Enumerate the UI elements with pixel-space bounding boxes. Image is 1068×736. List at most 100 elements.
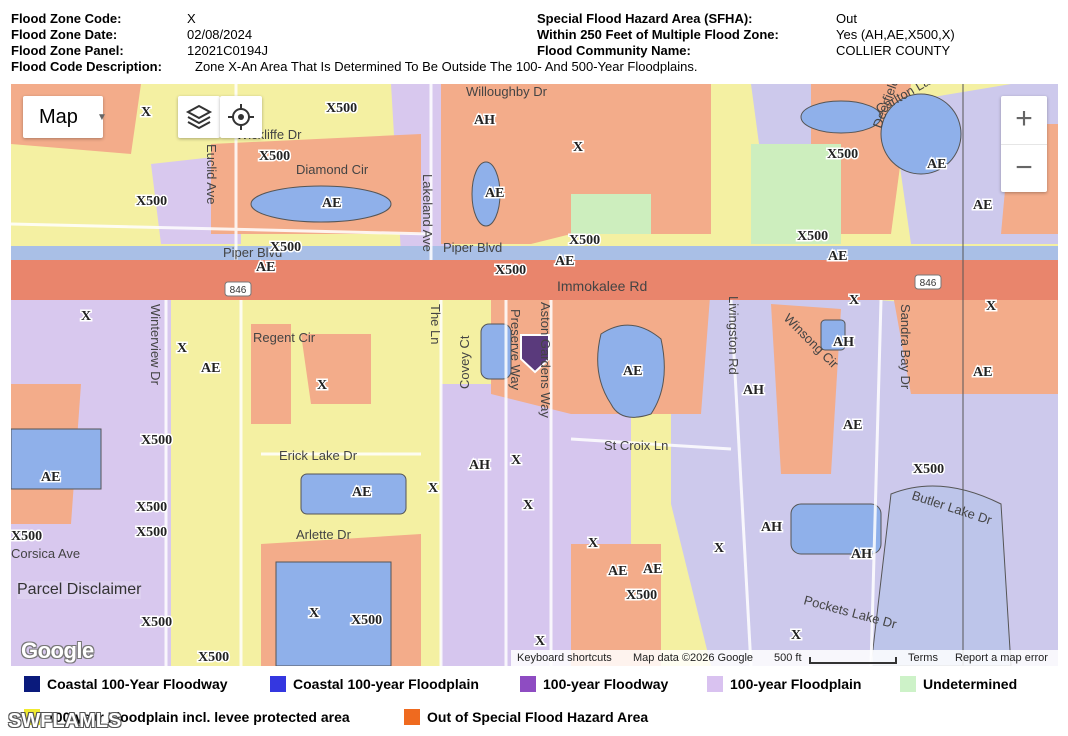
zone-label-ae: AE: [843, 418, 862, 433]
scale-label[interactable]: 500 ft: [774, 652, 802, 664]
terms-link[interactable]: Terms: [908, 652, 938, 664]
flood-zone-panel-label: Flood Zone Panel:: [11, 43, 124, 58]
flood-map-canvas[interactable]: 846 846 Willoughby Dr Wickliffe Dr Diamo…: [11, 84, 1058, 666]
legend-swatch: [520, 676, 536, 692]
zone-label-x500: X500: [913, 462, 944, 477]
scale-bar: [809, 657, 897, 664]
street-network: [11, 84, 883, 666]
zone-label-ae: AE: [322, 196, 341, 211]
flood-info-panel: Flood Zone Code: X Flood Zone Date: 02/0…: [11, 11, 1061, 77]
zone-label-ah: AH: [833, 335, 854, 350]
layers-icon: [185, 104, 213, 130]
legend-label: Undetermined: [923, 676, 1018, 692]
flood-code-description-value: Zone X-An Area That Is Determined To Be …: [195, 59, 698, 74]
zone-label-ae: AE: [927, 157, 946, 172]
zone-label-x: X: [428, 481, 438, 496]
layers-button[interactable]: [178, 96, 220, 138]
zone-undetermined-area: [571, 194, 651, 234]
legend-label: Out of Special Flood Hazard Area: [427, 709, 649, 725]
street-line: [869, 299, 883, 666]
zone-label-x500: X500: [797, 229, 828, 244]
zone-label-ae: AE: [555, 254, 574, 269]
chevron-down-icon: ▼: [97, 112, 107, 123]
zone-label-ah: AH: [474, 113, 495, 128]
flood-map[interactable]: 846 846 Willoughby Dr Wickliffe Dr Diamo…: [11, 84, 1058, 666]
multiple-zone-label: Within 250 Feet of Multiple Flood Zone:: [537, 27, 779, 42]
locate-button[interactable]: [220, 96, 262, 138]
map-type-label: Map: [39, 106, 78, 128]
legend-label: 100-year Floodplain incl. levee protecte…: [47, 709, 350, 725]
map-type-button[interactable]: Map ▼: [23, 96, 107, 138]
road-label: Euclid Ave: [204, 144, 219, 204]
immokalee-ae-strip: [11, 246, 1058, 260]
road-label: Covey Ct: [457, 335, 472, 389]
road-label: Lakeland Ave: [420, 174, 435, 252]
zone-label-x500: X500: [270, 240, 301, 255]
road-label: Willoughby Dr: [466, 84, 548, 99]
zone-label-x500: X500: [136, 500, 167, 515]
zone-label-x: X: [309, 606, 319, 621]
zone-label-x: X: [573, 140, 583, 155]
community-value: COLLIER COUNTY: [836, 43, 951, 58]
zone-label-x500: X500: [351, 613, 382, 628]
zone-label-x: X: [588, 536, 598, 551]
zone-label-x500: X500: [136, 194, 167, 209]
zone-label-x: X: [986, 299, 996, 314]
zone-undetermined-area: [751, 144, 841, 244]
keyboard-shortcuts-link[interactable]: Keyboard shortcuts: [517, 652, 612, 664]
zone-label-ae: AE: [41, 470, 60, 485]
water-body: [471, 161, 501, 227]
legend-label: 100-year Floodway: [543, 676, 669, 692]
zoom-in-button[interactable]: +: [1015, 102, 1033, 135]
water-body: [300, 473, 407, 515]
zone-label-ae: AE: [973, 365, 992, 380]
sfha-label: Special Flood Hazard Area (SFHA):: [537, 11, 753, 26]
zone-label-x500: X500: [827, 147, 858, 162]
road-label: Winterview Dr: [148, 304, 163, 386]
immokalee-road-band: [11, 260, 1058, 300]
zone-labels: X X500 X AH X500 X500 AE AE X500 X500 AE…: [11, 100, 998, 667]
legend-label: 100-year Floodplain: [730, 676, 862, 692]
zone-label-x500: X500: [198, 650, 229, 665]
route-shield: 846: [224, 281, 252, 297]
legend-swatch: [900, 676, 916, 692]
legend-swatch: [270, 676, 286, 692]
property-marker-icon[interactable]: [520, 334, 550, 374]
road-label: Erick Lake Dr: [279, 448, 358, 463]
zone-label-x: X: [791, 628, 801, 643]
street-line: [570, 437, 732, 451]
zone-x500-area: [571, 544, 661, 666]
road-label: St Croix Ln: [604, 438, 668, 453]
route-shield-box: [914, 274, 942, 290]
zoom-out-button[interactable]: −: [1001, 144, 1047, 193]
road-label: Preserve Way: [508, 309, 523, 391]
zone-label-x500: X500: [136, 525, 167, 540]
water-body: [480, 323, 512, 380]
flood-zone-panel-value: 12021C0194J: [187, 43, 268, 58]
community-label: Flood Community Name:: [537, 43, 691, 58]
zone-label-x: X: [849, 293, 859, 308]
road-label: Immokalee Rd: [557, 278, 647, 294]
flood-zone-code-value: X: [187, 11, 196, 26]
flood-legend: Coastal 100-Year Floodway Coastal 100-ye…: [0, 670, 1068, 736]
water-body: [250, 185, 392, 223]
google-logo: Google: [21, 638, 94, 663]
zone-label-x500: X500: [11, 529, 42, 544]
road-label: Sandra Bay Dr: [898, 304, 913, 390]
street-line: [729, 299, 753, 666]
road-label: Regent Cir: [253, 330, 316, 345]
zone-label-ah: AH: [743, 383, 764, 398]
parcel-disclaimer-link[interactable]: Parcel Disclaimer: [17, 581, 142, 599]
watermark: SWFLAMLS: [8, 710, 122, 732]
zone-x500-area: [301, 334, 371, 404]
zone-label-x: X: [511, 453, 521, 468]
zoom-control: + −: [1001, 96, 1047, 192]
legend-swatch: [24, 676, 40, 692]
zone-label-x500: X500: [259, 149, 290, 164]
legend-label: Coastal 100-year Floodplain: [293, 676, 479, 692]
water-body: [880, 93, 962, 175]
water-body: [870, 485, 1012, 666]
zone-x500-area: [891, 284, 1058, 394]
route-shield-label: 846: [230, 285, 247, 296]
report-map-error-link[interactable]: Report a map error: [955, 652, 1048, 664]
